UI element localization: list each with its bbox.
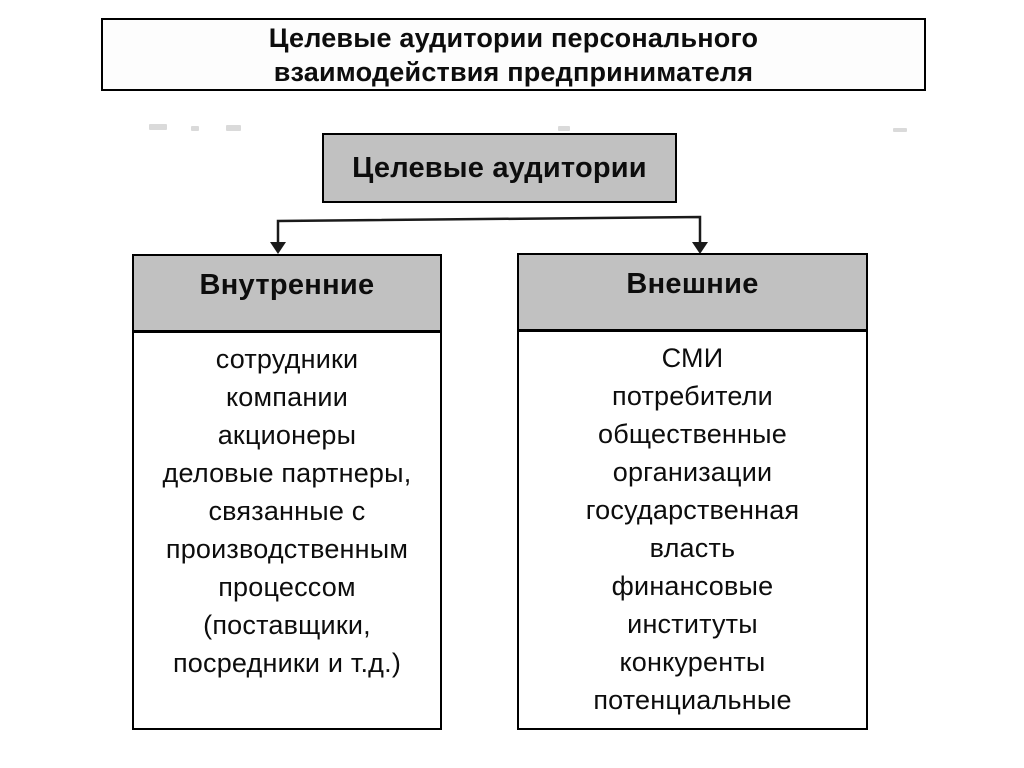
scan-artifact bbox=[893, 128, 907, 132]
root-node-label: Целевые аудитории bbox=[352, 151, 647, 184]
branch-external-list: СМИ потребители общественные организации гос… bbox=[519, 332, 866, 728]
list-item: связанные с bbox=[208, 496, 366, 526]
connector-line bbox=[276, 215, 702, 243]
list-item: потребители bbox=[612, 381, 773, 411]
branch-internal-header: Внутренние bbox=[134, 256, 440, 333]
arrowhead-left-icon bbox=[270, 242, 286, 254]
slide-title-line-1: Целевые аудитории персонального bbox=[268, 22, 759, 53]
branch-external: Внешние СМИ потребители общественные органи… bbox=[517, 253, 868, 730]
slide-title-box: Целевые аудитории персонального взаимоде… bbox=[101, 18, 926, 91]
list-item: общественные bbox=[598, 419, 787, 449]
root-node: Целевые аудитории bbox=[322, 133, 677, 203]
list-item: власть bbox=[649, 533, 736, 563]
list-item: СМИ bbox=[661, 343, 724, 373]
list-item: производственным bbox=[165, 534, 409, 564]
list-item: посредники и т.д.) bbox=[172, 648, 402, 678]
list-item: (поставщики, bbox=[203, 610, 371, 640]
branch-internal-header-label: Внутренние bbox=[199, 268, 375, 301]
list-item: сотрудники bbox=[215, 344, 359, 374]
scan-artifact bbox=[226, 125, 241, 131]
list-item: государственная bbox=[585, 495, 800, 525]
list-item: процессом bbox=[218, 572, 356, 602]
scan-artifact bbox=[191, 126, 199, 131]
list-item: конкуренты bbox=[619, 647, 766, 677]
slide-title-line-2: взаимодействия предпринимателя bbox=[273, 56, 754, 87]
branch-internal-list: сотрудники компании акционеры деловые партн… bbox=[134, 333, 440, 728]
branch-external-header: Внешние bbox=[519, 255, 866, 332]
list-item: потенциальные bbox=[593, 685, 792, 715]
list-item: организации bbox=[612, 457, 773, 487]
list-item: деловые партнеры, bbox=[162, 458, 412, 488]
list-item: акционеры bbox=[217, 420, 357, 450]
list-item: компании bbox=[225, 382, 348, 412]
scan-artifact bbox=[149, 124, 167, 130]
list-item: институты bbox=[627, 609, 758, 639]
branch-internal: Внутренние сотрудники компании акционеры де… bbox=[132, 254, 442, 730]
branch-external-header-label: Внешние bbox=[626, 267, 759, 300]
list-item: финансовые bbox=[611, 571, 774, 601]
scan-artifact bbox=[558, 126, 570, 131]
